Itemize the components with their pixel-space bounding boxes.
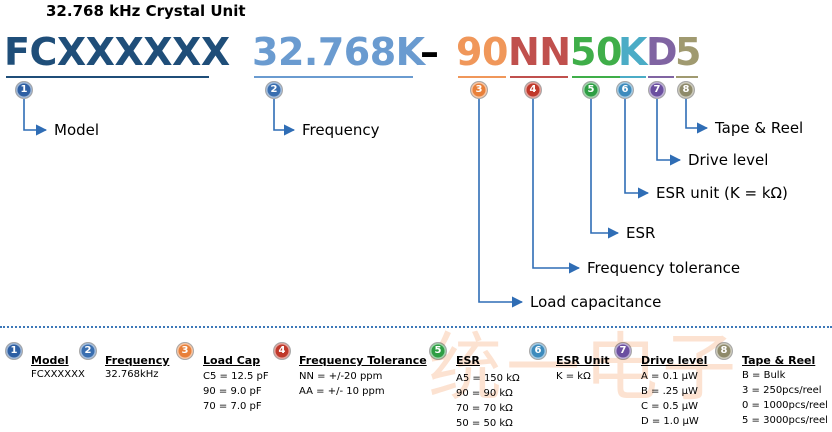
legend-badge-8: 8: [716, 343, 732, 359]
arrow-tolerance: [532, 99, 581, 274]
legend-tape-line-2: 3 = 250pcs/reel: [742, 385, 822, 396]
legend-head-esr: ESR: [456, 354, 480, 367]
badge-8: 8: [678, 82, 694, 98]
callout-tolerance: Frequency tolerance: [587, 259, 741, 277]
legend-head-frequency: Frequency: [105, 354, 170, 367]
legend-drive-line-3: C = 0.5 µW: [641, 401, 699, 412]
load-cap-underline: [458, 76, 506, 78]
part-frequency: 32.768K: [252, 30, 425, 74]
page-title: 32.768 kHz Crystal Unit: [46, 2, 246, 20]
arrow-frequency: [273, 99, 296, 136]
legend-tape-line-4: 5 = 3000pcs/reel: [742, 415, 828, 426]
legend-head-model: Model: [31, 354, 69, 367]
arrow-drive: [656, 99, 682, 166]
badge-6: 6: [617, 82, 633, 98]
legend-head-drive: Drive level: [641, 354, 708, 367]
part-model: FCXXXXXX: [4, 30, 230, 74]
badge-4: 4: [525, 82, 541, 98]
legend-badge-5: 5: [430, 343, 446, 359]
arrow-load-cap: [478, 99, 524, 308]
legend-model-line-1: FCXXXXXX: [31, 369, 85, 380]
legend-load-cap-line-2: 90 = 9.0 pF: [203, 386, 262, 397]
part-tolerance: NN: [508, 30, 571, 74]
callout-esr: ESR: [626, 224, 656, 242]
model-underline: [6, 76, 209, 78]
legend-load-cap-line-3: 70 = 7.0 pF: [203, 401, 262, 412]
legend-badge-3: 3: [177, 343, 193, 359]
legend-tape-line-1: B = Bulk: [742, 370, 786, 381]
legend-head-load-cap: Load Cap: [203, 354, 261, 367]
part-tape: 5: [675, 30, 701, 74]
badge-3: 3: [471, 82, 487, 98]
legend-drive-line-2: B = .25 µW: [641, 386, 698, 397]
frequency-underline: [254, 76, 413, 78]
legend-esr-line-3: 70 = 70 kΩ: [456, 403, 513, 414]
legend-frequency-line-1: 32.768kHz: [105, 369, 159, 380]
legend-drive-line-4: D = 1.0 µW: [641, 416, 699, 427]
legend-tape-line-3: 0 = 1000pcs/reel: [742, 400, 828, 411]
part-dash: –: [420, 30, 439, 74]
callout-tape: Tape & Reel: [715, 119, 804, 137]
callout-frequency: Frequency: [302, 121, 380, 139]
legend-drive-line-1: A = 0.1 µW: [641, 371, 698, 382]
part-esr-unit: K: [618, 30, 647, 74]
legend-esr-line-2: 90 = 90 kΩ: [456, 388, 513, 399]
part-load-cap: 90: [456, 30, 508, 74]
legend-head-esr-unit: ESR Unit: [556, 354, 610, 367]
tolerance-underline: [510, 76, 568, 78]
callout-drive: Drive level: [688, 151, 769, 169]
badge-2: 2: [266, 82, 282, 98]
tape-underline: [676, 76, 698, 78]
arrow-tape: [685, 99, 709, 134]
part-drive: D: [646, 30, 678, 74]
legend-badge-2: 2: [80, 343, 96, 359]
arrow-esr: [590, 99, 620, 239]
callout-model: Model: [54, 121, 100, 139]
badge-5: 5: [583, 82, 599, 98]
legend-badge-4: 4: [274, 343, 290, 359]
part-esr: 50: [570, 30, 622, 74]
legend-tolerance-line-1: NN = +/-20 ppm: [299, 371, 383, 382]
watermark: 统一电子: [428, 325, 740, 411]
callout-load-cap: Load capacitance: [530, 293, 662, 311]
badge-7: 7: [649, 82, 665, 98]
dotted-divider: [0, 326, 832, 328]
legend-badge-1: 1: [6, 343, 22, 359]
legend-badge-6: 6: [530, 343, 546, 359]
legend-esr-unit-line-1: K = kΩ: [556, 371, 591, 382]
legend-tolerance-line-2: AA = +/- 10 ppm: [299, 386, 385, 397]
esr-unit-underline: [620, 76, 646, 78]
badge-1: 1: [16, 82, 32, 98]
legend-esr-line-4: 50 = 50 kΩ: [456, 418, 513, 429]
esr-underline: [572, 76, 620, 78]
legend-badge-7: 7: [615, 343, 631, 359]
legend-load-cap-line-1: C5 = 12.5 pF: [203, 371, 269, 382]
arrow-model: [23, 99, 48, 136]
arrow-esr-unit: [624, 99, 650, 199]
legend-esr-line-1: A5 = 150 kΩ: [456, 373, 520, 384]
legend-head-tape: Tape & Reel: [742, 354, 816, 367]
drive-underline: [648, 76, 674, 78]
callout-esr-unit: ESR unit (K = kΩ): [656, 184, 788, 202]
legend-head-tolerance: Frequency Tolerance: [299, 354, 427, 367]
